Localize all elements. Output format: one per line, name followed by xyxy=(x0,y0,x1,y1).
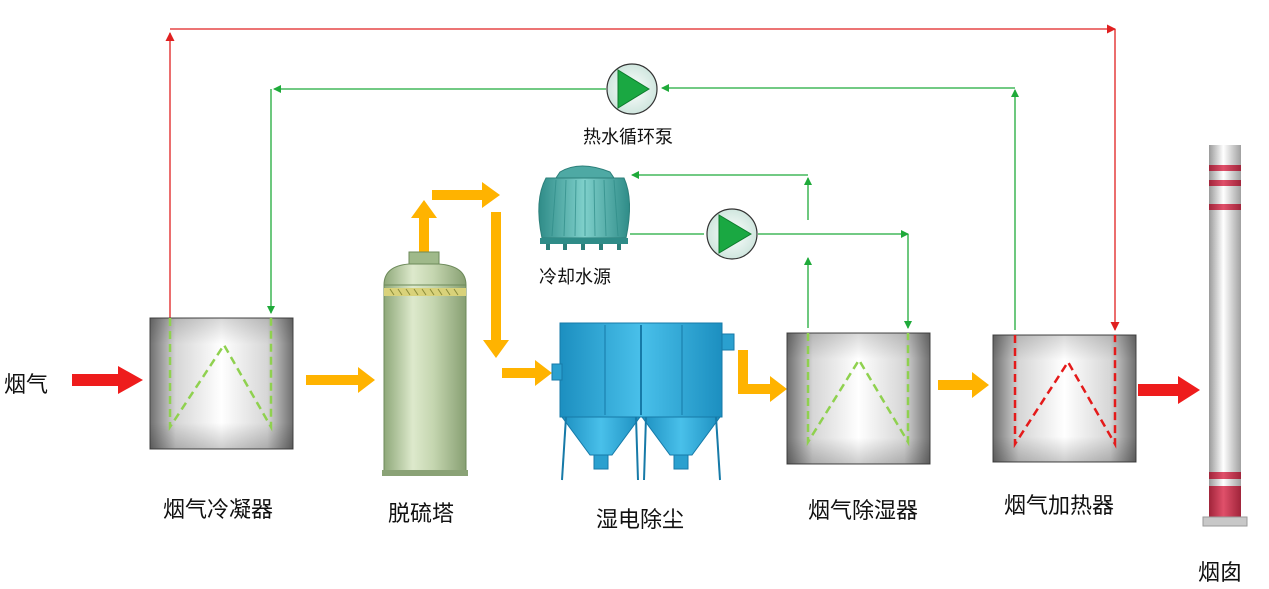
hot-water-line xyxy=(165,24,1120,331)
inlet-arrow xyxy=(72,366,143,394)
pump-icon xyxy=(606,63,658,115)
cooling-water-source-label: 冷却水源 xyxy=(539,267,611,288)
inlet-label: 烟气 xyxy=(4,373,49,398)
cooling-water-pump xyxy=(706,208,758,260)
outlet-arrow xyxy=(1138,376,1200,404)
desulfurization-tower xyxy=(382,251,468,476)
wet-esp-label: 湿电除尘 xyxy=(596,508,685,533)
pump-icon xyxy=(706,208,758,260)
condenser-label: 烟气冷凝器 xyxy=(163,498,274,523)
hot-water-pump-label: 热水循环泵 xyxy=(583,127,673,148)
condenser-coil xyxy=(168,318,273,432)
dehumidifier-label: 烟气除湿器 xyxy=(808,499,919,524)
circulation-water-line xyxy=(267,84,1019,330)
tower-label: 脱硫塔 xyxy=(388,502,455,527)
cooling-tower-icon xyxy=(538,165,630,250)
chimney-icon xyxy=(1202,145,1248,527)
flue-gas-condenser xyxy=(149,317,294,450)
heater-label: 烟气加热器 xyxy=(1004,494,1115,519)
heater-coil xyxy=(1013,335,1117,449)
flue-gas-heater xyxy=(992,334,1137,463)
flue-gas-dehumidifier xyxy=(786,332,931,465)
wet-esp xyxy=(551,322,735,481)
cooling-water-line xyxy=(630,171,912,329)
hot-water-pump xyxy=(606,63,658,115)
dehumidifier-coil xyxy=(806,333,910,447)
chimney-label: 烟囱 xyxy=(1198,561,1243,586)
flue-gas-flow xyxy=(306,182,989,402)
